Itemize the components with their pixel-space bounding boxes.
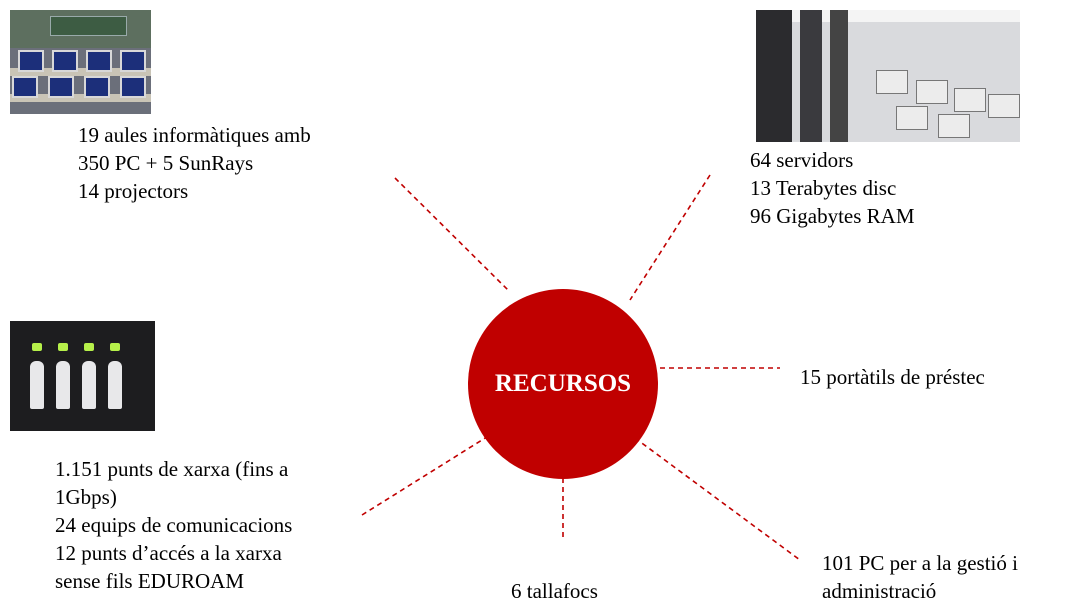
connector-classrooms <box>394 177 511 293</box>
classrooms-line: 14 projectors <box>78 179 189 203</box>
network-switch-photo <box>10 321 155 431</box>
classrooms-text: 19 aules informàtiques amb 350 PC + 5 Su… <box>78 121 311 205</box>
servers-text: 64 servidors 13 Terabytes disc 96 Gigaby… <box>750 146 915 230</box>
network-line: 12 punts d’accés a la xarxa <box>55 541 282 565</box>
computer-lab-photo <box>10 10 151 114</box>
admin-pcs-text: 101 PC per a la gestió i administració <box>822 549 1018 605</box>
network-line: sense fils EDUROAM <box>55 569 244 593</box>
connector-network <box>361 434 491 516</box>
center-node: RECURSOS <box>468 289 658 479</box>
center-label: RECURSOS <box>494 370 632 397</box>
network-line: 1Gbps) <box>55 485 117 509</box>
servers-line: 96 Gigabytes RAM <box>750 204 915 228</box>
admin-pcs-line: administració <box>822 579 937 603</box>
admin-pcs-line: 101 PC per a la gestió i <box>822 551 1018 575</box>
server-room-photo <box>756 10 1020 142</box>
connector-admin <box>634 437 801 561</box>
servers-line: 13 Terabytes disc <box>750 176 897 200</box>
connector-servers <box>629 174 711 301</box>
servers-line: 64 servidors <box>750 148 854 172</box>
classrooms-line: 350 PC + 5 SunRays <box>78 151 254 175</box>
firewalls-line: 6 tallafocs <box>511 579 598 603</box>
firewalls-text: 6 tallafocs <box>511 577 598 605</box>
classrooms-line: 19 aules informàtiques amb <box>78 123 311 147</box>
laptops-line: 15 portàtils de préstec <box>800 365 985 389</box>
network-line: 24 equips de comunicacions <box>55 513 293 537</box>
network-line: 1.151 punts de xarxa (fins a <box>55 457 289 481</box>
network-text: 1.151 punts de xarxa (fins a 1Gbps) 24 e… <box>55 455 292 595</box>
laptops-text: 15 portàtils de préstec <box>800 363 985 391</box>
